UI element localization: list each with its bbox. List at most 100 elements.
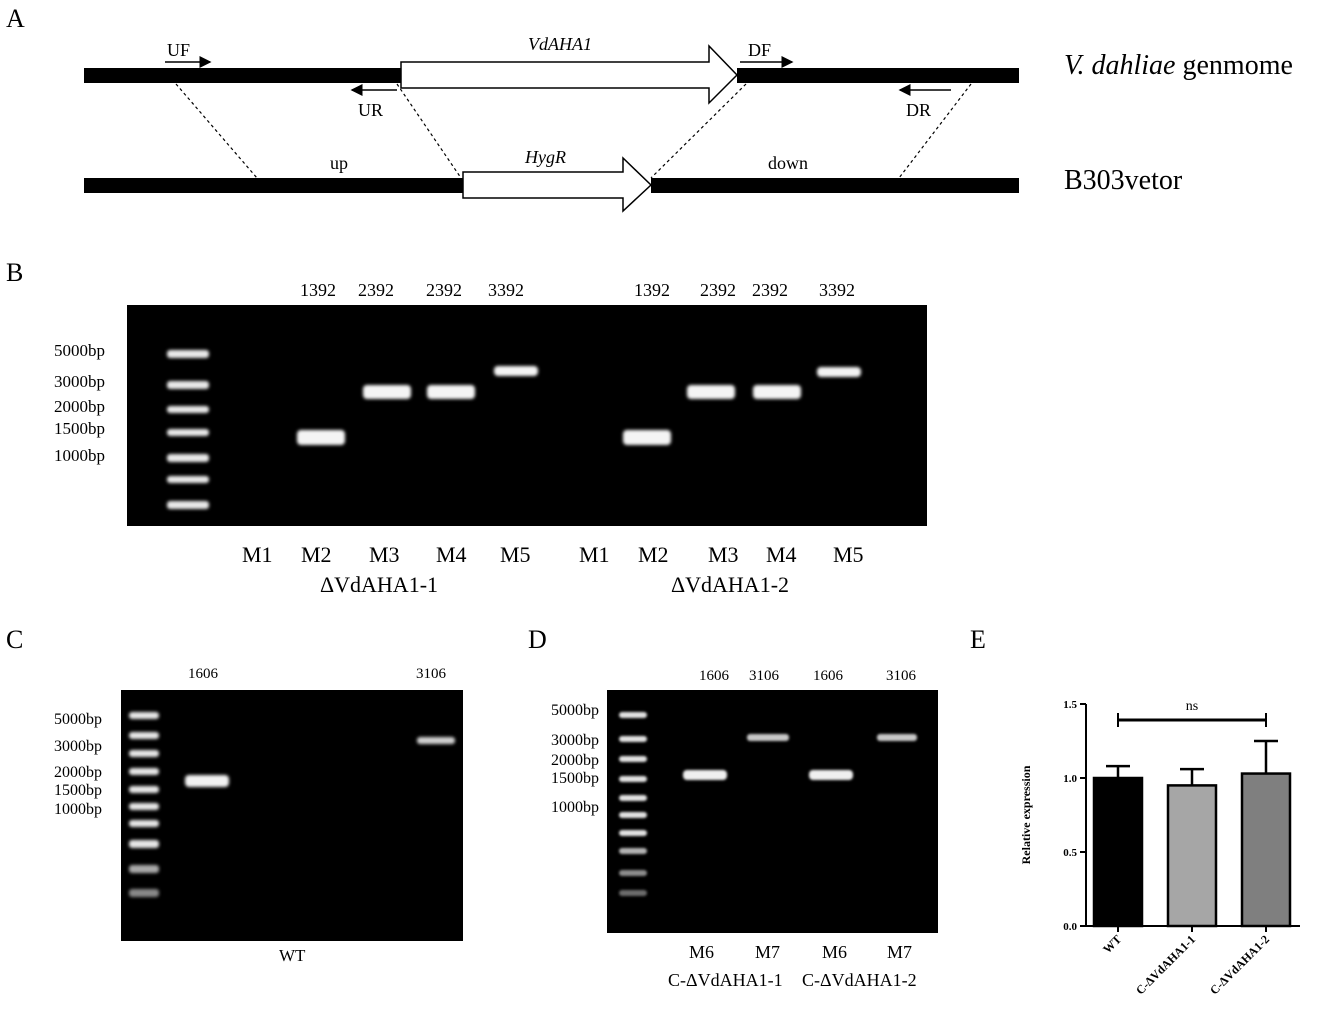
down-label: down [768, 153, 808, 173]
ladder-band [619, 848, 647, 854]
lane-label: M5 [833, 542, 864, 567]
band-3106 [417, 737, 455, 744]
lane-label: M2 [638, 542, 669, 567]
gel-bands-d [619, 712, 917, 896]
group-label: C-ΔVdAHA1-1 [668, 970, 783, 990]
ladder-band [619, 776, 647, 782]
ladder-label: 2000bp [54, 764, 102, 781]
up-label: up [330, 153, 348, 173]
ladder-band [619, 830, 647, 836]
band-m2 [297, 430, 345, 445]
ladder-band [167, 406, 209, 413]
ladder-label: 5000bp [54, 711, 102, 728]
band-3106 [877, 734, 917, 741]
band-size: 3392 [488, 280, 524, 300]
band-size: 2392 [358, 280, 394, 300]
ladder-bands-b [167, 350, 209, 509]
panel-label-e: E [970, 625, 986, 654]
ladder-band [167, 429, 209, 436]
y-tick-label: 1.0 [1063, 773, 1077, 785]
band-size: 1606 [188, 666, 218, 682]
band-1606 [185, 775, 229, 787]
ladder-band [129, 820, 159, 827]
ladder-label: 5000bp [54, 341, 105, 360]
vector-down-arm [651, 178, 1019, 193]
primer-ur-label: UR [358, 100, 384, 120]
ladder-label: 1000bp [551, 799, 599, 816]
ladder-band [619, 795, 647, 801]
ladder-band [167, 350, 209, 358]
lane-label: M7 [755, 942, 781, 962]
lane-label: M2 [301, 542, 332, 567]
band-m2 [623, 430, 671, 445]
ladder-label: 1500bp [54, 419, 105, 438]
vector-up-arm [84, 178, 463, 193]
lane-label: M5 [500, 542, 531, 567]
y-axis-label: Relative expression [1019, 765, 1033, 864]
lane-label: M1 [242, 542, 273, 567]
vector-label: B303vetor [1064, 165, 1183, 196]
ladder-bands-c [129, 712, 159, 897]
x-tick-label: WT [1100, 932, 1124, 956]
ladder-band [129, 803, 159, 810]
ladder-band [619, 812, 647, 818]
genome-right-flank [737, 68, 1019, 83]
sample-bands-d [683, 734, 917, 780]
gene-label: VdAHA1 [528, 34, 592, 54]
band-size: 1392 [634, 280, 670, 300]
y-ticks: 0.00.51.01.5 [1063, 699, 1086, 933]
lane-label: M6 [822, 942, 848, 962]
ladder-band [619, 870, 647, 876]
band-m4 [427, 385, 475, 399]
band-m4 [753, 385, 801, 399]
genome-left-flank [84, 68, 402, 83]
ladder-band [619, 890, 647, 896]
panel-label-c: C [6, 625, 24, 654]
band-size: 3106 [886, 668, 916, 684]
lane-label: M4 [766, 542, 797, 567]
ladder-band [129, 786, 159, 793]
band-m3 [687, 385, 735, 399]
band-size: 2392 [426, 280, 462, 300]
band-m3 [363, 385, 411, 399]
band-size: 1392 [300, 280, 336, 300]
lane-label: M1 [579, 542, 610, 567]
genome-label: V. dahliae genmome [1064, 50, 1293, 81]
ladder-band [129, 732, 159, 739]
ladder-band [129, 865, 159, 873]
gel-image-d [607, 690, 938, 933]
ladder-label: 3000bp [551, 732, 599, 749]
lane-label: M7 [887, 942, 913, 962]
ladder-band [167, 501, 209, 509]
ladder-label: 2000bp [54, 397, 105, 416]
gel-image-b [127, 305, 927, 526]
ladder-band [129, 840, 159, 848]
bar-3 [1240, 772, 1292, 928]
ladder-label: 3000bp [54, 372, 105, 391]
ladder-label: 3000bp [54, 738, 102, 755]
significance-label: ns [1186, 699, 1198, 714]
ladder-label: 2000bp [551, 752, 599, 769]
band-m5 [494, 366, 538, 376]
ladder-band [619, 712, 647, 718]
bars [1092, 772, 1292, 928]
y-tick-label: 0.5 [1063, 847, 1077, 859]
panel-label-b: B [6, 258, 24, 287]
group-label: ΔVdAHA1-2 [671, 572, 790, 597]
primer-uf-label: UF [167, 40, 191, 60]
vdaha1-gene-arrow [400, 44, 739, 105]
group-label: ΔVdAHA1-1 [320, 572, 439, 597]
hygr-arrow [462, 156, 653, 213]
hygr-label: HygR [525, 147, 566, 167]
ladder-band [129, 889, 159, 897]
x-tick-label: C-ΔVdAHA1-1 [1133, 932, 1198, 997]
primer-df-label: DF [748, 40, 772, 60]
lane-label: M6 [689, 942, 715, 962]
ladder-label: 1500bp [54, 782, 102, 799]
band-1606 [683, 770, 727, 780]
x-tick-label: C-ΔVdAHA1-2 [1207, 932, 1272, 997]
lane-label: M3 [708, 542, 739, 567]
ladder-label: 1000bp [54, 446, 105, 465]
ladder-band [129, 750, 159, 757]
